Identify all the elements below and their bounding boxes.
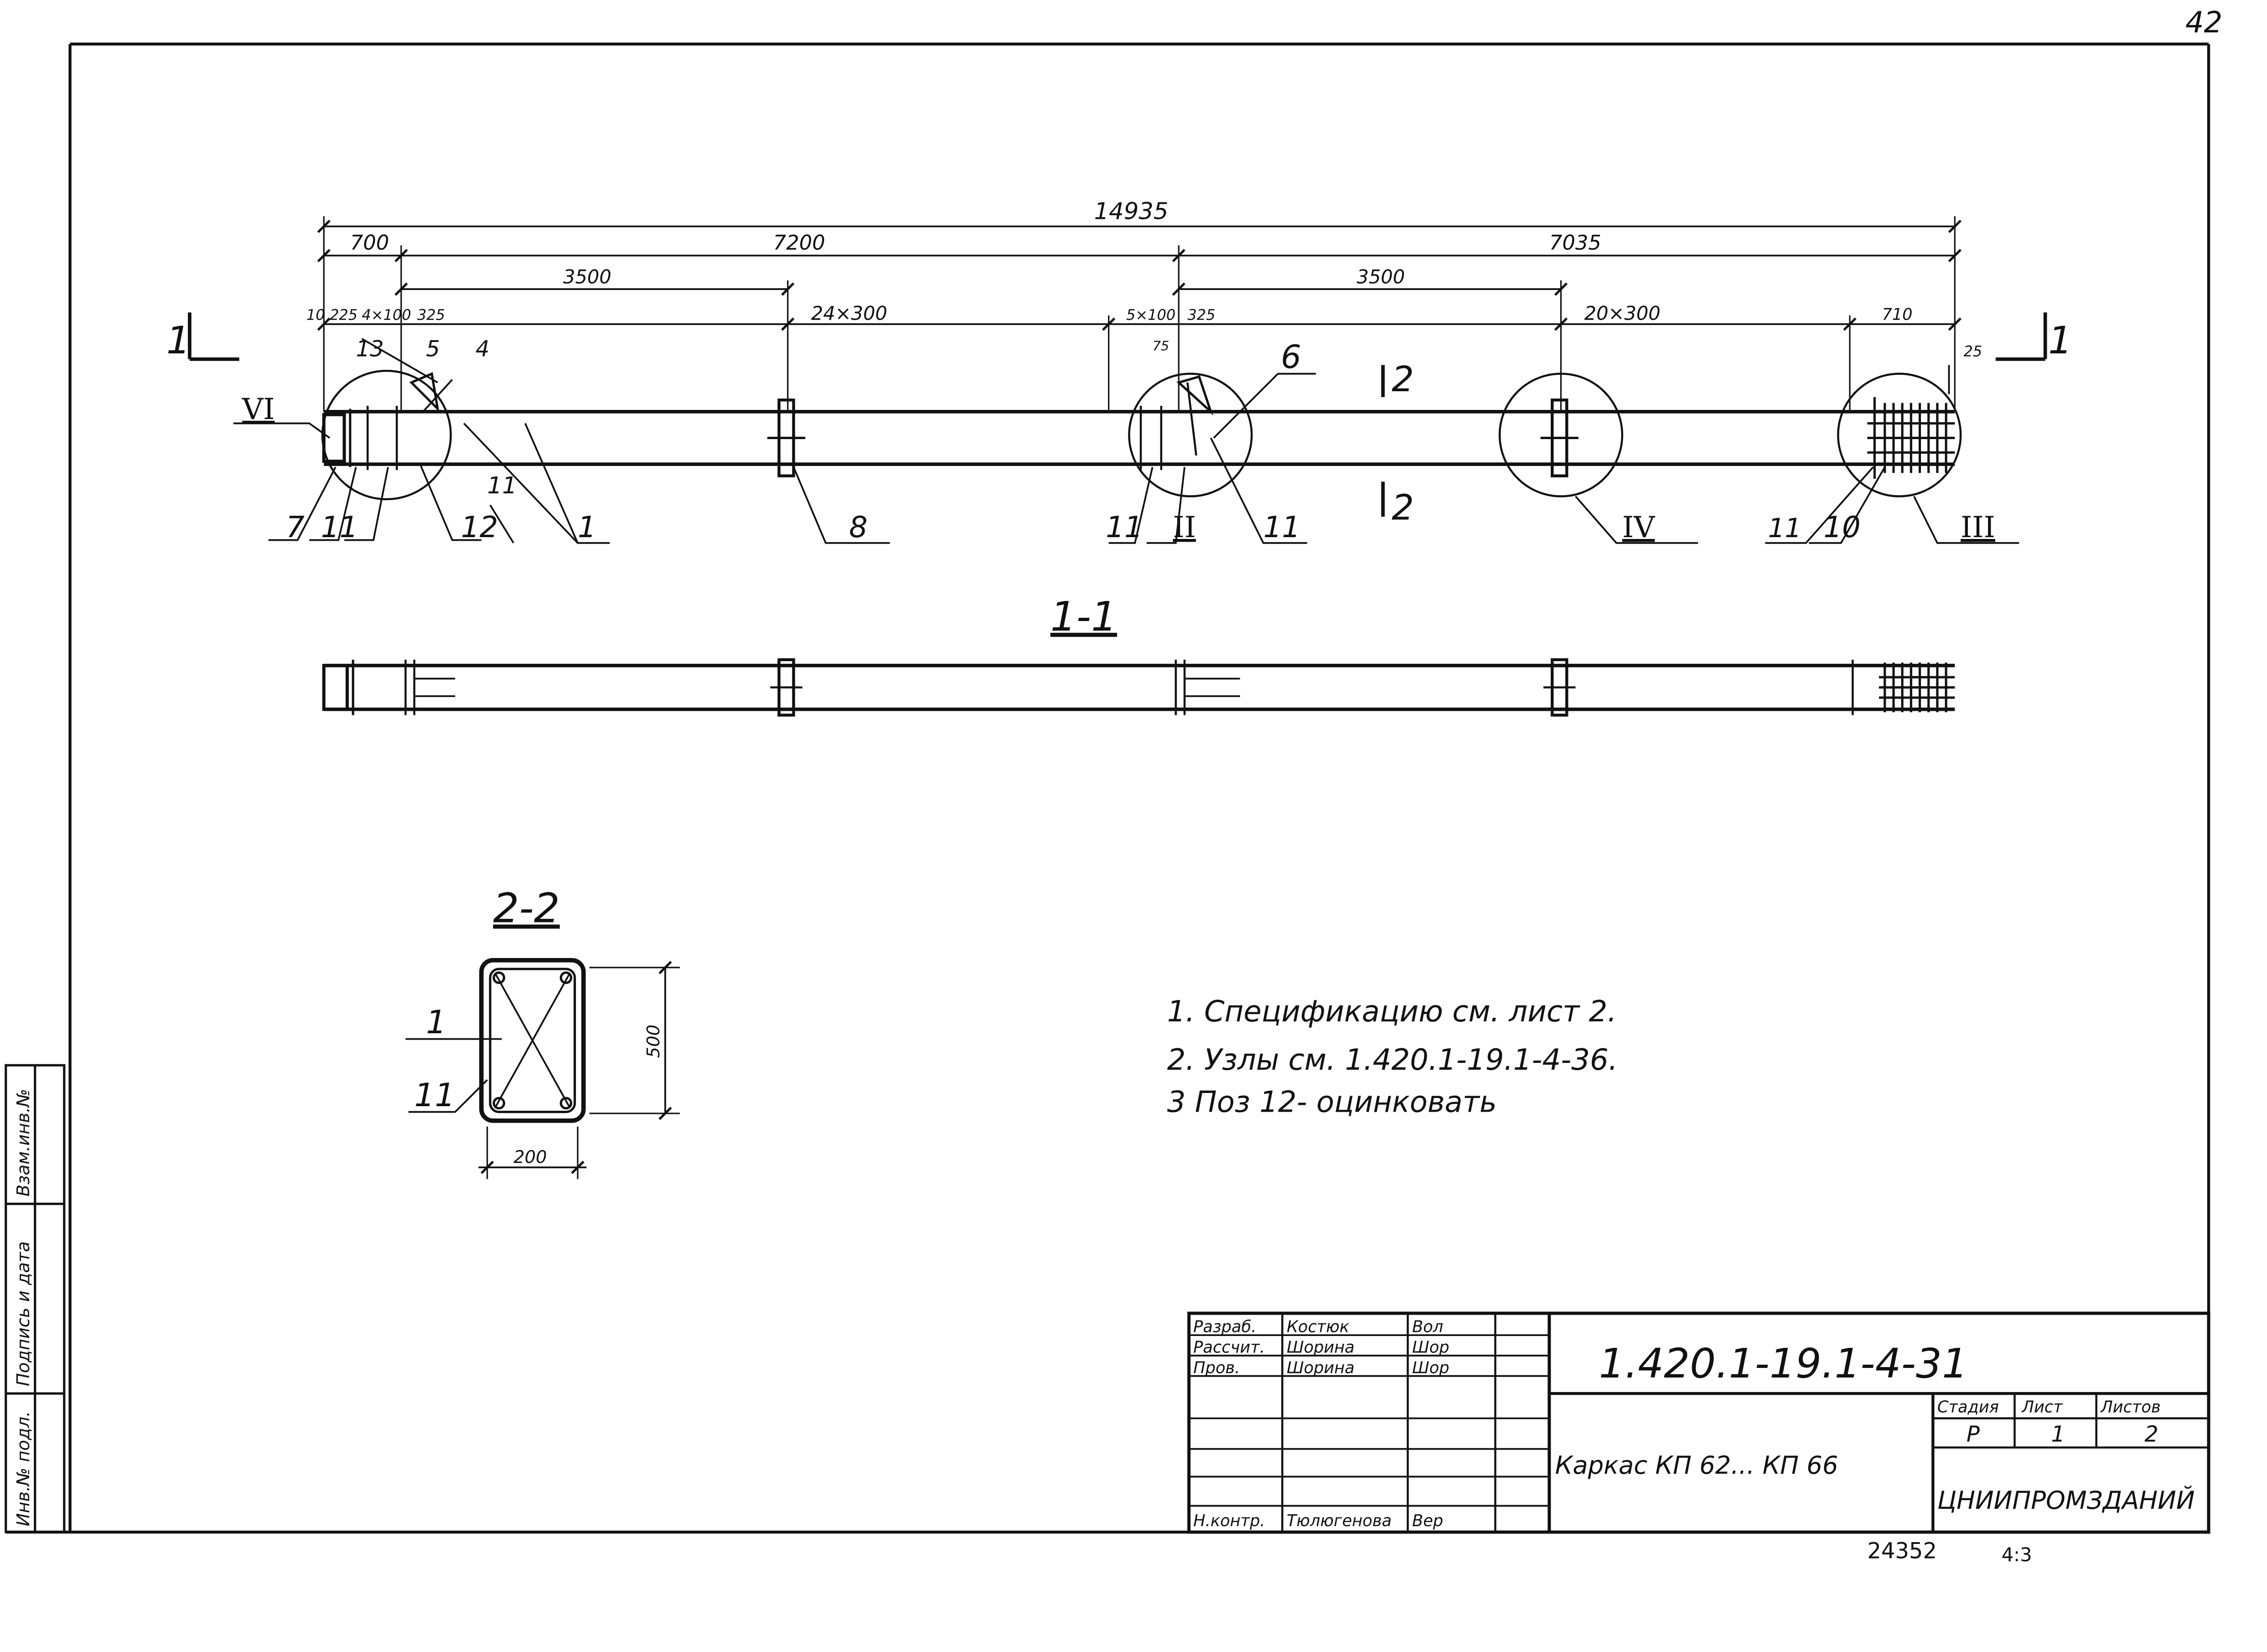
- dim-75: 75: [1153, 338, 1170, 353]
- tb-stage-header: Стадия: [1937, 1398, 1999, 1417]
- callout-11a: 11: [487, 472, 517, 499]
- dim-325b: 325: [1187, 306, 1215, 323]
- section-1-1-title: 1-1: [1051, 593, 1117, 641]
- callout-7: 7: [286, 511, 305, 544]
- callout-8: 8: [849, 511, 868, 544]
- bottom-number: 24352: [1867, 1538, 1937, 1564]
- node-label-ii: II: [1173, 511, 1196, 544]
- tb-organization: ЦНИИПРОМЗДАНИЙ: [1937, 1486, 2195, 1515]
- dim-4x100: 4×100: [362, 306, 411, 323]
- main-elevation: [188, 216, 2047, 544]
- tb-sheets-value: 2: [2144, 1422, 2158, 1447]
- section-2-2-callout-11: 11: [414, 1077, 455, 1114]
- node-label-iv: IV: [1622, 511, 1656, 544]
- dim-right-part: 7035: [1549, 231, 1601, 255]
- notes: 1. Спецификацию см. лист 2. 2. Узлы см. …: [1167, 995, 1618, 1119]
- dim-10: 10: [306, 306, 325, 323]
- callout-11c: 11: [1106, 511, 1143, 544]
- cut-mark-right-label: 1: [2048, 318, 2072, 363]
- note-3: 3 Поз 12- оцинковать: [1167, 1086, 1497, 1119]
- callout-11e: 11: [1768, 513, 1801, 544]
- page-number: 42: [2185, 6, 2222, 40]
- dim-5x100: 5×100: [1126, 306, 1175, 323]
- tb-role-0: Разраб.: [1193, 1318, 1256, 1336]
- tb-name-2: Шорина: [1287, 1358, 1355, 1377]
- section-2-2-callout-1: 1: [426, 1004, 446, 1041]
- tb-sheets-header: Листов: [2100, 1398, 2160, 1417]
- dim-mid-part: 7200: [773, 231, 825, 255]
- left-side-strip: [5, 1064, 66, 1533]
- tb-role-6: Н.контр.: [1193, 1512, 1265, 1530]
- tb-name-1: Шорина: [1287, 1338, 1355, 1357]
- tb-sign-0: Вол: [1412, 1318, 1443, 1336]
- tb-document-code: 1.420.1-19.1-4-31: [1599, 1340, 1968, 1388]
- dim-20x300: 20×300: [1584, 302, 1661, 324]
- tb-sign-6: Вер: [1412, 1512, 1443, 1530]
- callout-10: 10: [1823, 511, 1860, 544]
- note-1: 1. Спецификацию см. лист 2.: [1167, 995, 1617, 1029]
- cut-2-bottom-label: 2: [1392, 488, 1414, 528]
- tb-name-6: Тюлюгенова: [1287, 1512, 1392, 1530]
- tb-drawing-title: Каркас КП 62... КП 66: [1555, 1451, 1838, 1480]
- dim-710: 710: [1882, 305, 1912, 324]
- callout-6: 6: [1281, 338, 1301, 376]
- title-block-grid: [1187, 1311, 2210, 1534]
- note-2: 2. Узлы см. 1.420.1-19.1-4-36.: [1167, 1043, 1618, 1077]
- tb-name-0: Костюк: [1287, 1318, 1350, 1336]
- dim-325a: 325: [417, 306, 445, 323]
- dim-total: 14935: [1094, 198, 1169, 225]
- node-label-iii: III: [1961, 511, 1995, 544]
- callout-1: 1: [578, 511, 596, 544]
- cut-mark-left-label: 1: [166, 318, 191, 363]
- side-label-replaced: Взам.инв.№: [13, 1089, 34, 1196]
- tb-sign-1: Шор: [1412, 1338, 1449, 1357]
- tb-sheet-header: Лист: [2021, 1398, 2063, 1417]
- side-label-sign-date: Подпись и дата: [13, 1241, 34, 1386]
- section-2-2-detail: [405, 958, 680, 1179]
- dim-sub-right: 3500: [1357, 265, 1405, 288]
- callout-13: 13: [356, 336, 384, 362]
- callout-11d: 11: [1263, 511, 1300, 544]
- frame: [5, 42, 2210, 1534]
- section-2-2-height: 500: [643, 1025, 664, 1058]
- section-2-2-width: 200: [513, 1147, 547, 1168]
- callout-11b: 11: [321, 511, 358, 544]
- side-label-inv: Инв.№ подл.: [13, 1411, 34, 1527]
- section-1-1-plan: [322, 658, 1955, 717]
- callout-4: 4: [476, 336, 490, 362]
- dim-left-part: 700: [350, 231, 389, 255]
- tb-role-2: Пров.: [1193, 1358, 1240, 1377]
- section-2-2-title: 2-2: [493, 885, 559, 932]
- dim-225: 225: [330, 306, 357, 323]
- dim-24x300: 24×300: [811, 302, 887, 324]
- dim-25: 25: [1964, 342, 1982, 360]
- title-block-signatures: Разраб. Костюк Вол Рассчит. Шорина Шор П…: [1193, 1318, 1449, 1531]
- cut-2-top-label: 2: [1392, 359, 1414, 400]
- tb-sign-2: Шор: [1412, 1358, 1449, 1377]
- tb-sheet-value: 1: [2051, 1422, 2065, 1447]
- callout-12: 12: [461, 511, 498, 544]
- tb-role-1: Рассчит.: [1193, 1338, 1265, 1357]
- dim-sub-left: 3500: [563, 265, 611, 288]
- node-label-vi: VI: [242, 393, 274, 426]
- bottom-format: 4:3: [2002, 1543, 2032, 1566]
- tb-stage-value: Р: [1967, 1422, 1980, 1447]
- callout-5: 5: [426, 336, 440, 362]
